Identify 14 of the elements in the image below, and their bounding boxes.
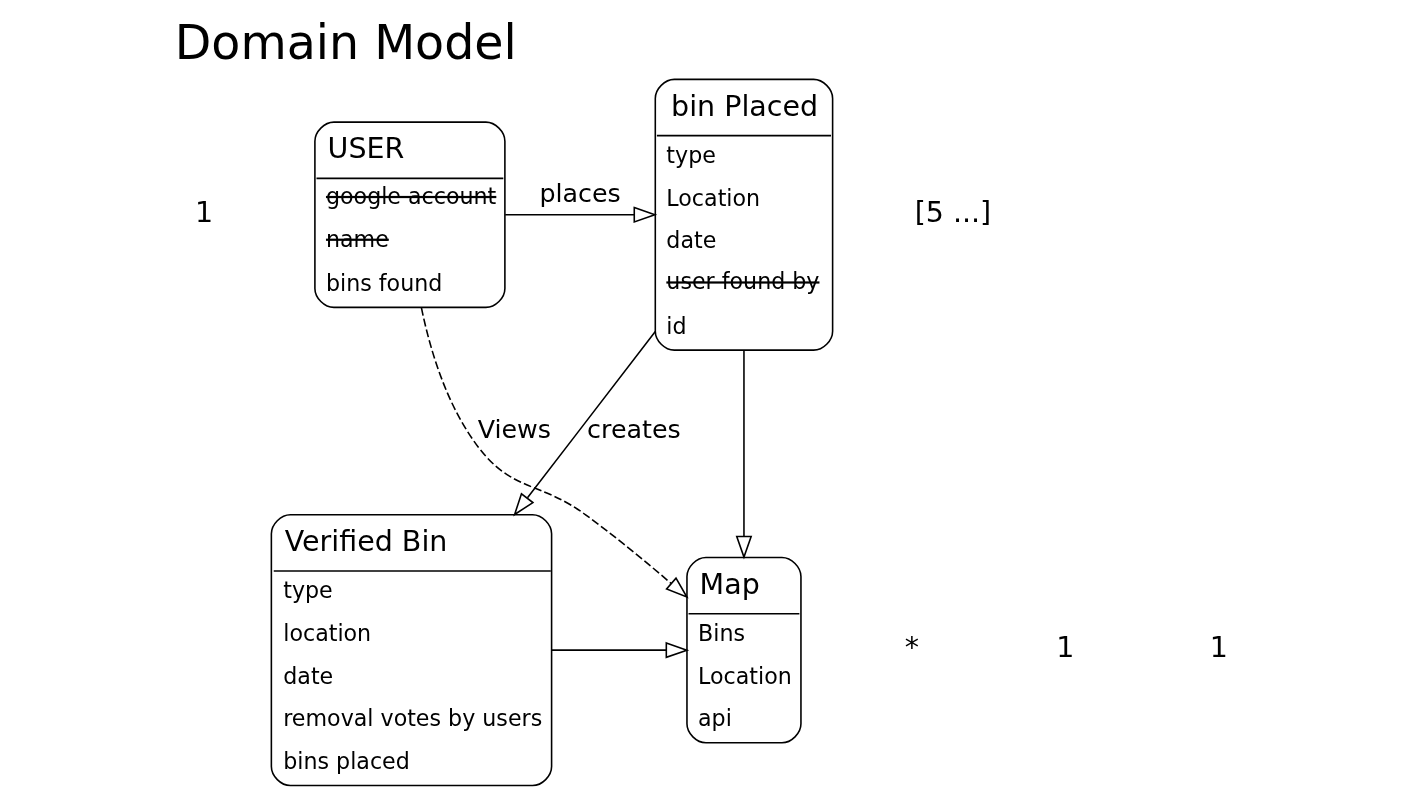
- arrow: [420, 307, 689, 599]
- arrow: [503, 206, 657, 224]
- edge-label: Views: [477, 414, 551, 445]
- edge-label: creates: [586, 414, 681, 445]
- label: 1: [194, 195, 213, 229]
- diagram-title: Domain Model: [174, 14, 517, 70]
- edge-label: places: [538, 177, 621, 208]
- arrow: [735, 349, 752, 560]
- label: [5 ...]: [914, 195, 991, 229]
- label: 1: [1209, 631, 1228, 665]
- arrow: [512, 330, 656, 517]
- label: *: [904, 631, 919, 665]
- label: 1: [1055, 631, 1074, 665]
- arrow: [550, 641, 689, 659]
